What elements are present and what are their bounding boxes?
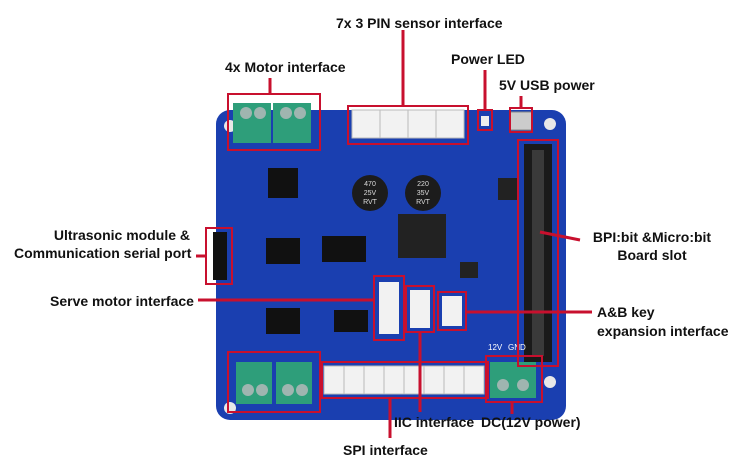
ab-key-label-1: A&B key (597, 304, 655, 320)
ic-chip (266, 238, 300, 264)
iic-interface-label: IIC interface (394, 414, 475, 430)
ultrasonic-label-2: Communication serial port (14, 245, 192, 261)
bpi-slot-label-2: Board slot (617, 247, 687, 263)
power-led (481, 116, 489, 126)
spi-interface-label: SPI interface (343, 442, 428, 458)
mount-hole (544, 376, 556, 388)
bottom-headers (323, 365, 485, 395)
ultrasonic-header (213, 232, 227, 280)
sensor-interface-label: 7x 3 PIN sensor interface (336, 15, 503, 31)
spi-connector (379, 282, 399, 334)
pin-header (322, 236, 366, 262)
usb-port (509, 111, 533, 131)
dc-terminal (490, 362, 536, 398)
svg-text:RVT: RVT (416, 199, 431, 206)
regulator (398, 214, 446, 258)
small-chip (460, 262, 478, 278)
ultrasonic-label-1: Ultrasonic module & (53, 227, 190, 243)
servo-interface-label: Serve motor interface (50, 293, 194, 309)
capacitor-220: 220 35V RVT (405, 175, 441, 211)
power-led-label: Power LED (451, 51, 525, 67)
svg-text:220: 220 (417, 181, 429, 188)
pcb-board (216, 110, 566, 420)
edge-connector-slot (524, 144, 552, 362)
motor-interface-label: 4x Motor interface (225, 59, 346, 75)
dc-power-label: DC(12V power) (481, 414, 581, 430)
motor-terminal-bottom (236, 362, 312, 404)
capacitor-470: 470 25V RVT (352, 175, 388, 211)
ic-chip (266, 308, 300, 334)
board-12v-text: 12V (488, 343, 503, 352)
annotation-boxes (205, 93, 559, 413)
sensor-headers (351, 109, 465, 139)
ic-chip (268, 168, 298, 198)
ic-chip (334, 310, 368, 332)
ab-key-label-2: expansion interface (597, 323, 729, 339)
motor-terminal-top (233, 103, 311, 143)
bpi-slot-label-1: BPI:bit &Micro:bit (592, 229, 712, 245)
annotation-lines (196, 30, 592, 438)
iic-connector (410, 290, 430, 328)
svg-text:470: 470 (364, 181, 376, 188)
svg-text:RVT: RVT (363, 199, 378, 206)
usb-power-label: 5V USB power (499, 77, 595, 93)
svg-text:25V: 25V (364, 190, 377, 197)
mount-hole (544, 118, 556, 130)
svg-text:35V: 35V (417, 190, 430, 197)
small-chip (498, 178, 518, 200)
ab-key-connector (442, 296, 462, 326)
